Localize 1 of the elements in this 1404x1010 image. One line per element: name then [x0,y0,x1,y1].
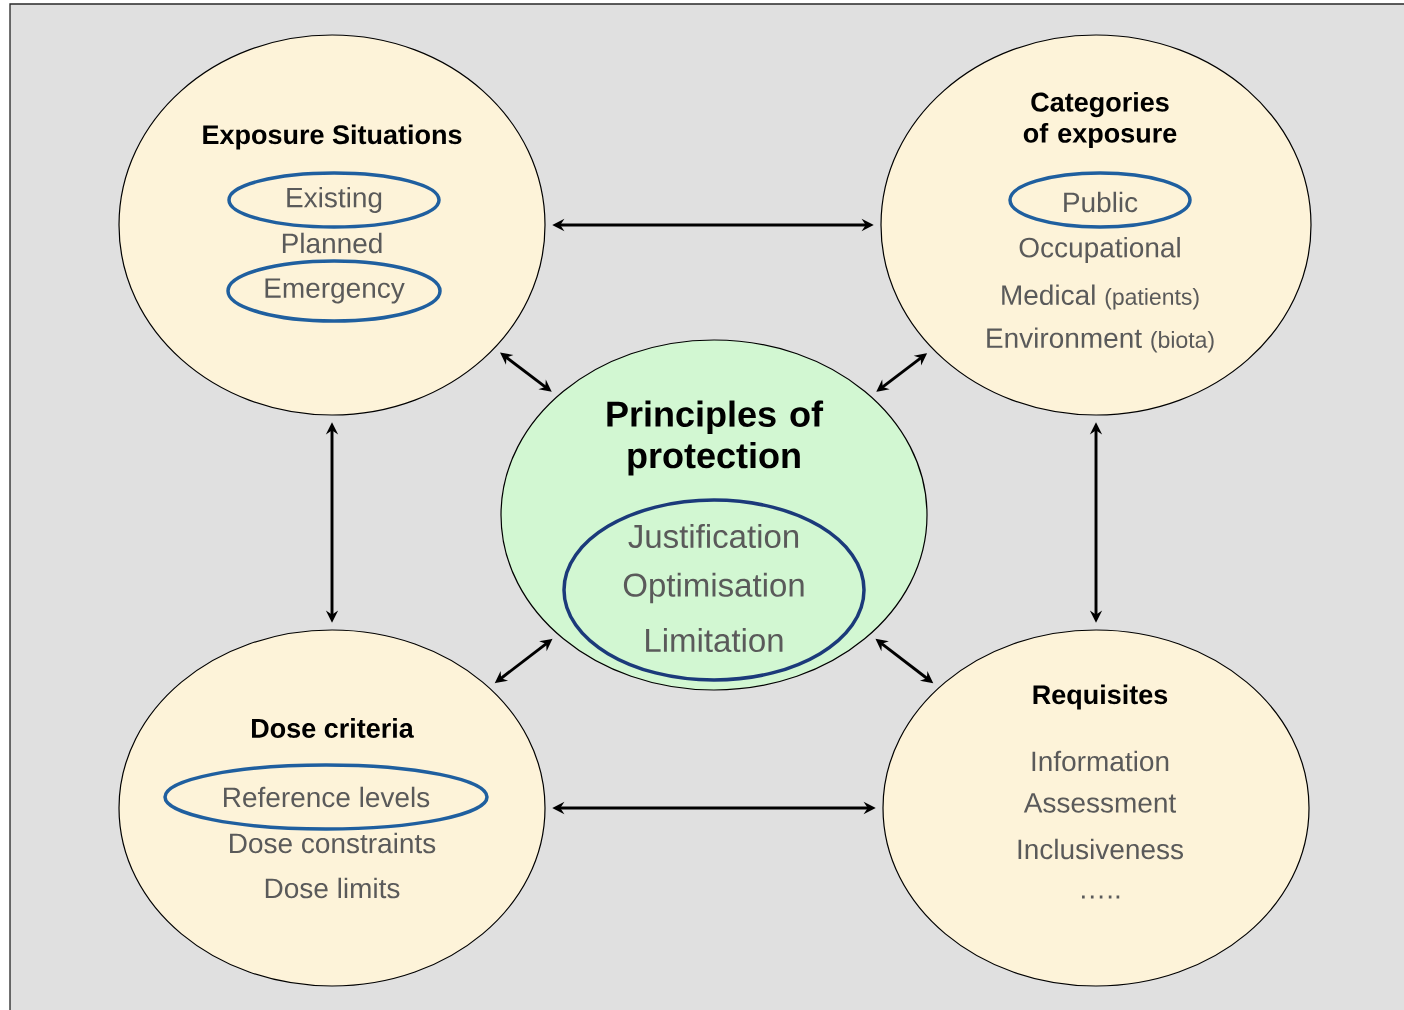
circle-node: Requisites Information Assessment Inclusiveness ….. [882,629,1310,987]
